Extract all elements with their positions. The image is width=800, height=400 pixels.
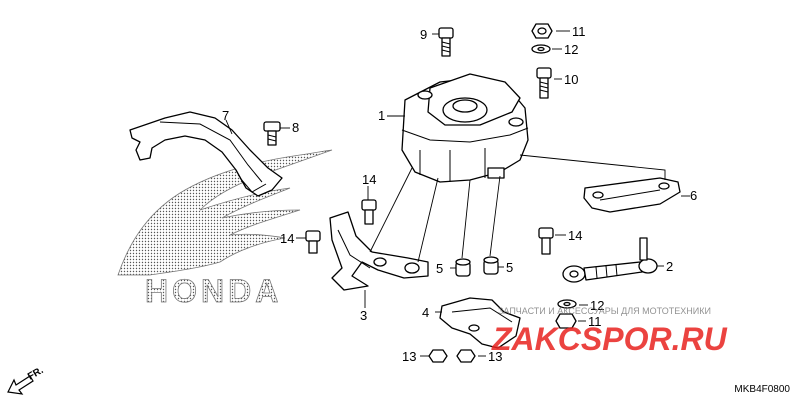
part-8-bolt (263, 121, 281, 146)
callout-1: 1 (378, 108, 385, 123)
callout-8: 8 (292, 120, 299, 135)
diagram-code: MKB4F0800 (734, 384, 790, 395)
part-5-collar-a (455, 258, 471, 277)
callout-14-c: 14 (568, 228, 582, 243)
callout-12-lower: 12 (590, 298, 604, 313)
part-1-actuator-unit (401, 73, 529, 183)
part-3-mount-bracket (329, 211, 429, 291)
honda-wing-logo: HONDA (117, 149, 333, 309)
watermark: ЗАПЧАСТИ И АКСЕССУАРЫ ДЛЯ МОТОТЕХНИКИ ZA… (491, 306, 728, 357)
part-5-collar-b (483, 256, 499, 275)
part-12-washer-lower (557, 299, 577, 309)
part-11-nut-lower (555, 313, 577, 329)
part-9-bolt (438, 27, 454, 57)
callout-7: 7 (222, 108, 229, 123)
part-13-nut-a (428, 349, 448, 363)
leader-lines (225, 30, 690, 357)
callout-5-a: 5 (436, 261, 443, 276)
callout-12-top: 12 (564, 42, 578, 57)
callout-11-lower: 11 (588, 314, 602, 329)
part-2-link-rod (562, 237, 658, 283)
part-13-nut-b (456, 349, 476, 363)
callout-5-b: 5 (506, 260, 513, 275)
part-14-bolt-a (361, 199, 377, 225)
watermark-brand: ZAKCSPOR.RU (491, 321, 728, 357)
part-7-bracket-stay (129, 111, 283, 197)
callout-3: 3 (360, 308, 367, 323)
callout-2: 2 (666, 259, 673, 274)
honda-logo-text: HONDA (145, 273, 282, 309)
callout-13-a: 13 (402, 349, 416, 364)
callout-labels: 7 8 1 9 11 12 10 6 2 12 11 14 14 14 3 4 … (222, 24, 697, 364)
callout-6: 6 (690, 188, 697, 203)
part-4-lower-bracket (439, 297, 521, 349)
watermark-caption: ЗАПЧАСТИ И АКСЕССУАРЫ ДЛЯ МОТОТЕХНИКИ (498, 306, 711, 316)
callout-9: 9 (420, 27, 427, 42)
callout-11-top: 11 (572, 24, 586, 39)
part-11-nut-top (531, 23, 553, 39)
callout-14-a: 14 (362, 172, 376, 187)
part-6-cover (583, 177, 681, 213)
callout-10: 10 (564, 72, 578, 87)
part-10-bolt (536, 67, 552, 99)
callout-14-b: 14 (280, 231, 294, 246)
part-12-washer-top (531, 44, 551, 54)
callout-4: 4 (422, 305, 429, 320)
callout-13-b: 13 (488, 349, 502, 364)
part-14-bolt-c (538, 227, 554, 255)
part-14-bolt-b (305, 230, 321, 254)
front-direction-label: FR. (26, 365, 46, 383)
front-direction-arrow: FR. (7, 365, 46, 395)
